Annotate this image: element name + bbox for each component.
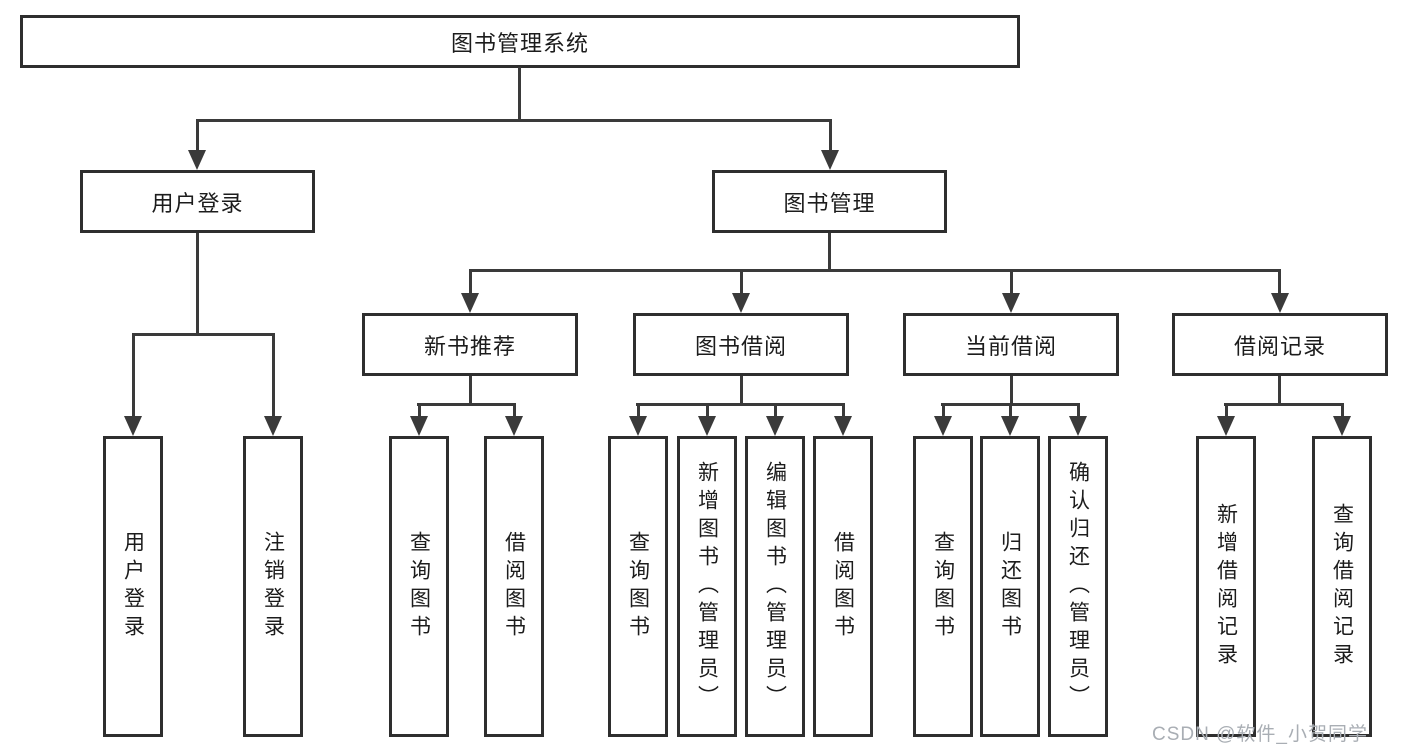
arrowhead-down-icon [1271,293,1289,313]
node-new-book-recommend: 新书推荐 [362,313,578,376]
node-label: 新书推荐 [423,333,516,359]
leaf-query-books-recommend: 查询图书 [389,436,449,737]
arrowhead-down-icon [934,416,952,436]
arrowhead-down-icon [834,416,852,436]
leaf-confirm-return-admin: 确认归还（管理员） [1048,436,1108,737]
arrowhead-down-icon [461,293,479,313]
connector-line [1010,269,1013,295]
connector-line [469,269,1281,272]
arrowhead-down-icon [188,150,206,170]
connector-line [636,403,845,406]
connector-line [1225,403,1228,418]
connector-line [196,233,199,336]
connector-line [1010,376,1013,406]
node-user-login: 用户登录 [80,170,315,233]
arrowhead-down-icon [410,416,428,436]
connector-line [1278,376,1281,406]
connector-line [469,376,472,406]
arrowhead-down-icon [821,150,839,170]
connector-line [942,403,945,418]
connector-line [1009,403,1012,418]
leaf-label: 新增图书（管理员） [695,460,719,713]
leaf-label: 归还图书 [998,530,1022,643]
arrowhead-down-icon [766,416,784,436]
leaf-label: 用户登录 [121,530,145,643]
node-label: 用户登录 [151,190,244,216]
node-label: 借阅记录 [1233,333,1326,359]
arrowhead-down-icon [1069,416,1087,436]
leaf-edit-books-admin: 编辑图书（管理员） [745,436,805,737]
connector-line [706,403,709,418]
node-book-management: 图书管理 [712,170,947,233]
arrowhead-down-icon [124,416,142,436]
connector-line [842,403,845,418]
leaf-label: 确认归还（管理员） [1066,460,1090,713]
arrowhead-down-icon [1002,293,1020,313]
leaf-label: 查询图书 [931,530,955,643]
leaf-label: 新增借阅记录 [1214,502,1238,671]
connector-line [1341,403,1344,418]
leaf-borrow-books-recommend: 借阅图书 [484,436,544,737]
leaf-logout: 注销登录 [243,436,303,737]
leaf-label: 查询图书 [626,530,650,643]
leaf-user-login: 用户登录 [103,436,163,737]
connector-line [196,119,199,152]
leaf-borrow-books: 借阅图书 [813,436,873,737]
connector-line [518,67,521,122]
leaf-add-books-admin: 新增图书（管理员） [677,436,737,737]
arrowhead-down-icon [264,416,282,436]
connector-line [828,233,831,272]
arrowhead-down-icon [1217,416,1235,436]
connector-line [196,119,832,122]
connector-line [1224,403,1344,406]
connector-line [469,269,472,295]
arrowhead-down-icon [505,416,523,436]
node-library-system: 图书管理系统 [20,15,1020,68]
leaf-query-books-borrowing: 查询图书 [608,436,668,737]
connector-line [132,333,274,336]
arrowhead-down-icon [1333,416,1351,436]
leaf-label: 查询图书 [407,530,431,643]
node-borrowing-records: 借阅记录 [1172,313,1388,376]
leaf-label: 查询借阅记录 [1330,502,1354,671]
node-current-borrowing: 当前借阅 [903,313,1119,376]
connector-line [774,403,777,418]
leaf-label: 借阅图书 [831,530,855,643]
connector-line [272,333,275,418]
arrowhead-down-icon [698,416,716,436]
node-book-borrowing: 图书借阅 [633,313,849,376]
leaf-return-books: 归还图书 [980,436,1040,737]
leaf-add-borrow-record: 新增借阅记录 [1196,436,1256,737]
connector-line [132,333,135,418]
connector-line [417,403,516,406]
connector-line [1278,269,1281,295]
leaf-label: 借阅图书 [502,530,526,643]
leaf-label: 注销登录 [261,530,285,643]
connector-line [513,403,516,418]
node-label: 图书借阅 [694,333,787,359]
node-label: 当前借阅 [964,333,1057,359]
connector-line [829,119,832,152]
arrowhead-down-icon [629,416,647,436]
connector-line [418,403,421,418]
connector-line [740,376,743,406]
csdn-watermark: CSDN @软件_小贺同学 [1152,724,1368,745]
leaf-query-borrow-record: 查询借阅记录 [1312,436,1372,737]
node-label: 图书管理系统 [450,30,589,56]
connector-line [740,269,743,295]
connector-line [1077,403,1080,418]
node-label: 图书管理 [783,190,876,216]
leaf-query-books-current: 查询图书 [913,436,973,737]
arrowhead-down-icon [1001,416,1019,436]
arrowhead-down-icon [732,293,750,313]
leaf-label: 编辑图书（管理员） [763,460,787,713]
connector-line [637,403,640,418]
